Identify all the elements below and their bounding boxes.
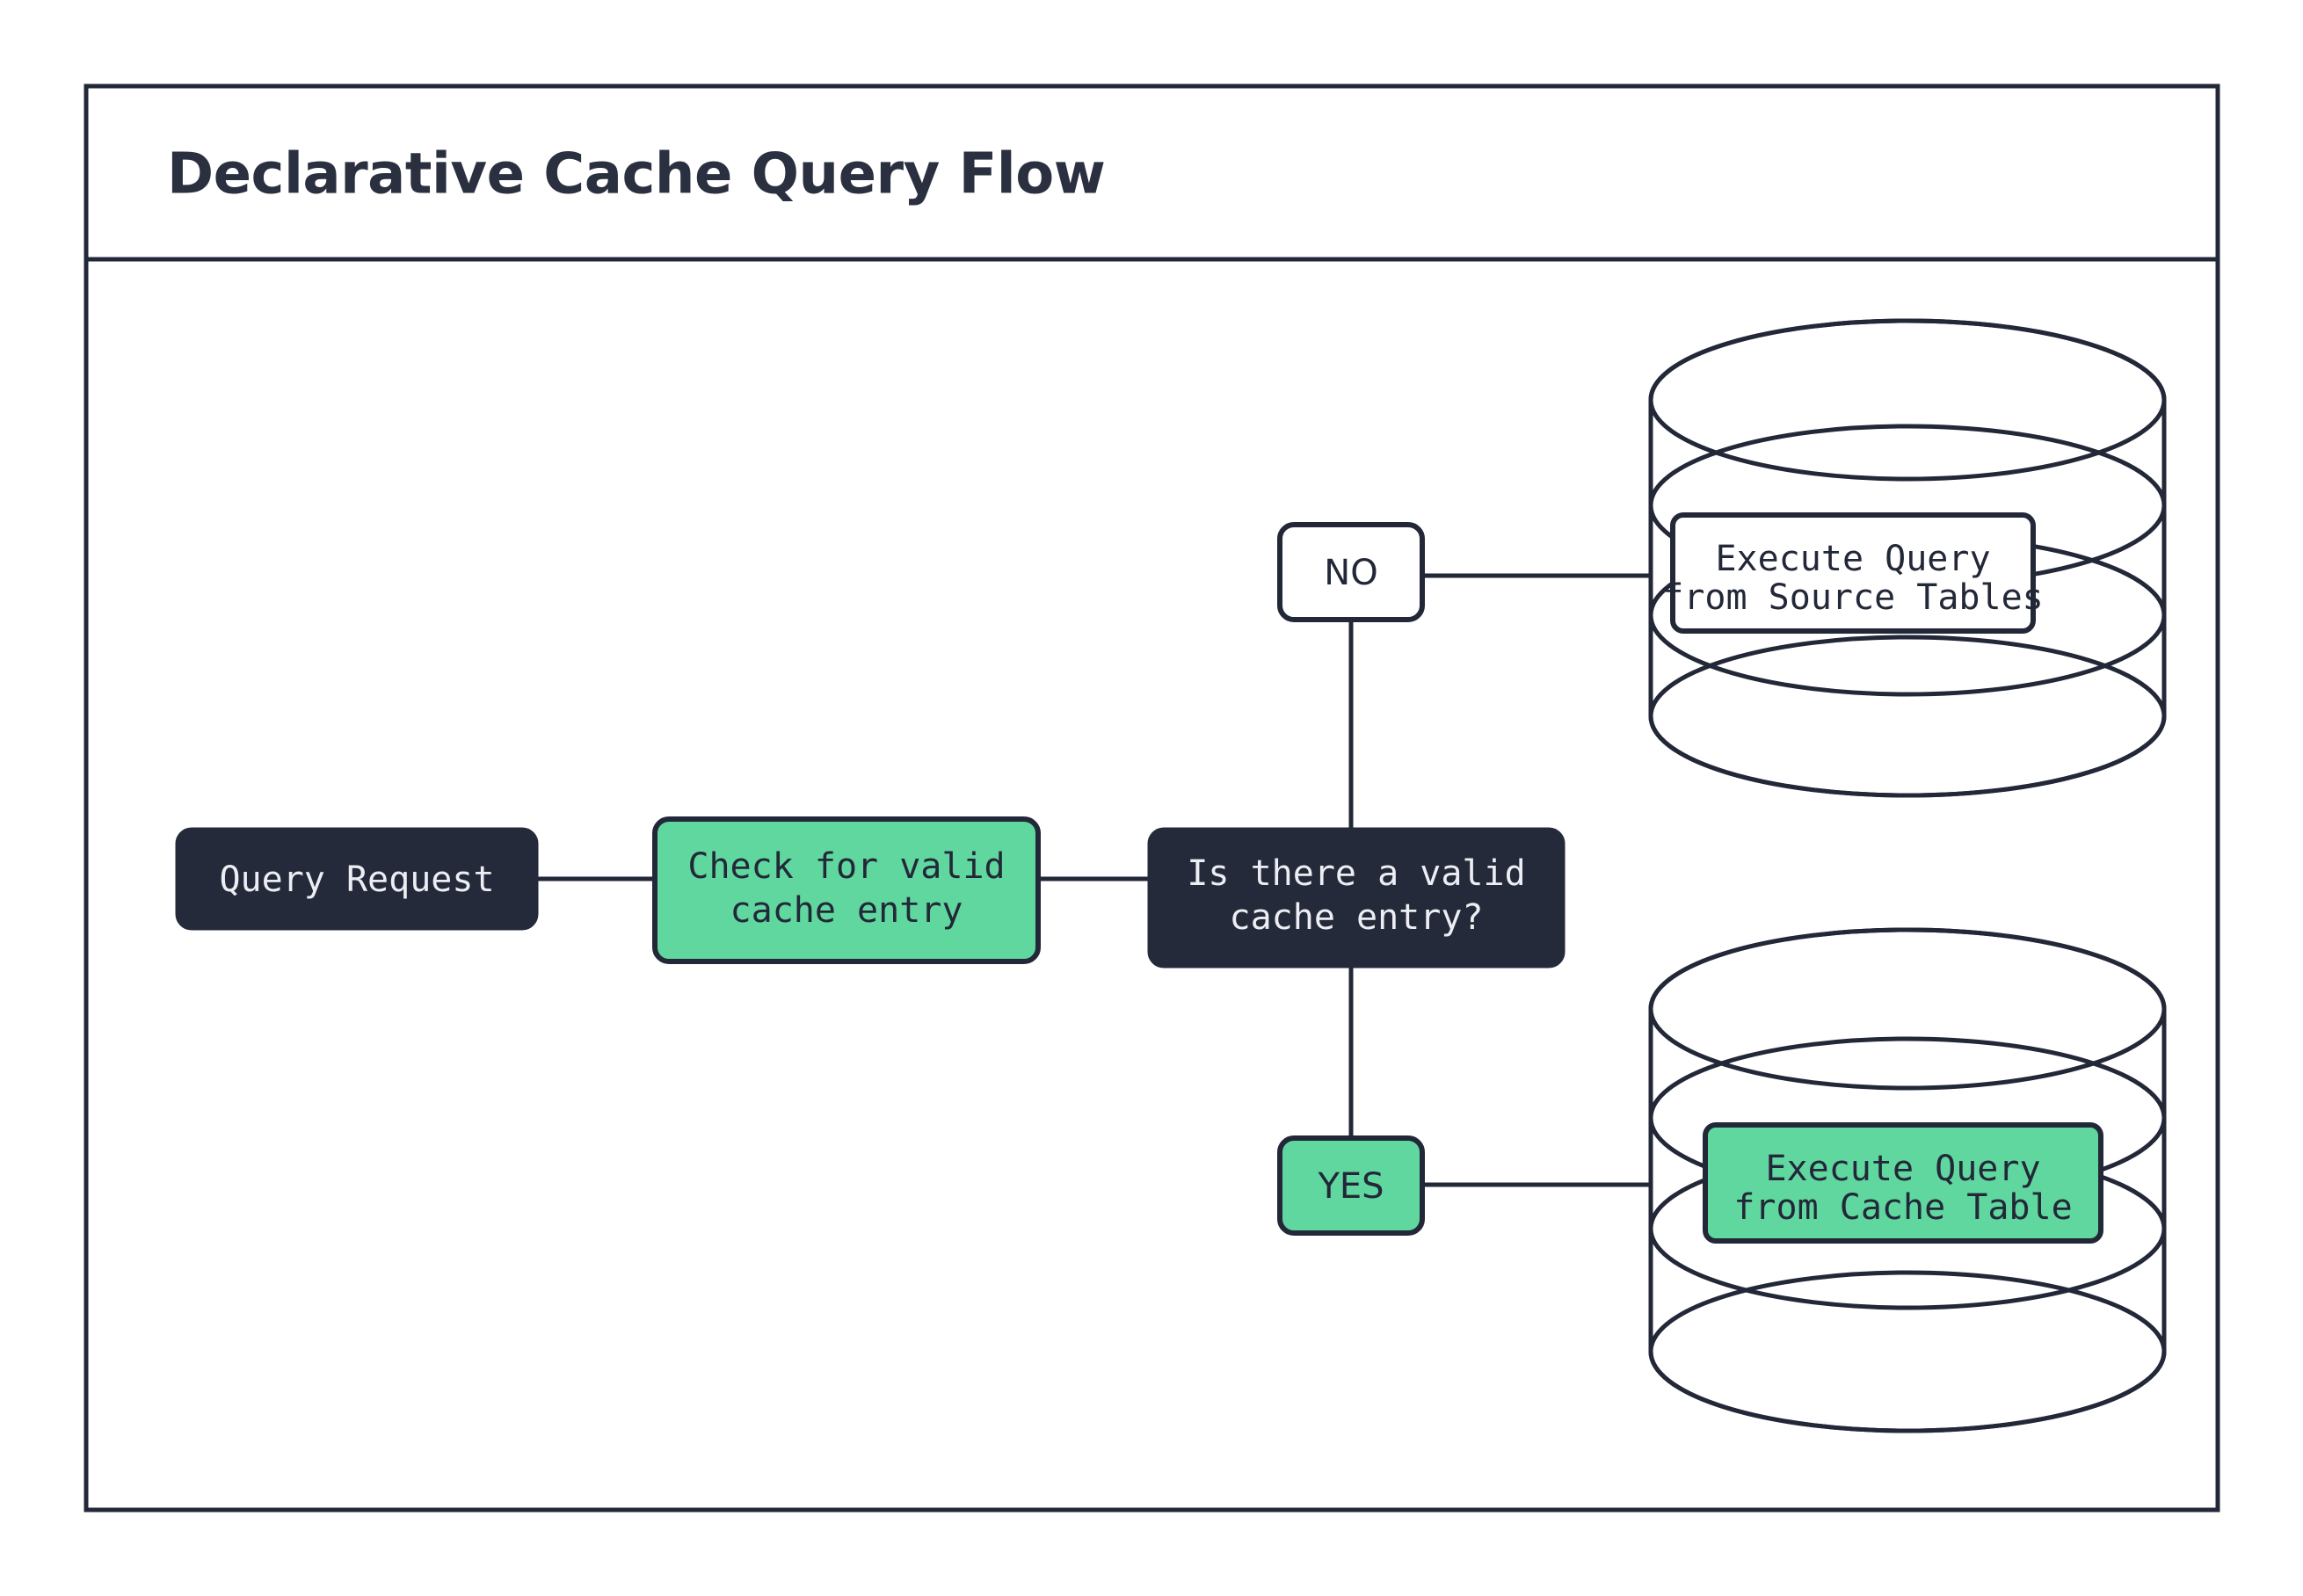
branch-label-no[interactable]: NO xyxy=(1277,522,1425,622)
check-cache-label-line2: cache entry xyxy=(730,890,963,931)
page-title: Declarative Cache Query Flow xyxy=(167,142,1105,207)
check-valid-cache-entry-node[interactable]: Check for valid cache entry xyxy=(652,816,1041,964)
decision-label-line2: cache entry? xyxy=(1230,897,1484,938)
cache-db-disc-4 xyxy=(1648,1270,2167,1433)
source-tables-database-cylinder[interactable]: Execute Query from Source Tables xyxy=(1648,318,2167,798)
source-db-disc-4 xyxy=(1648,635,2167,798)
branch-label-yes[interactable]: YES xyxy=(1277,1135,1425,1236)
decision-label-line1: Is there a valid xyxy=(1187,853,1525,894)
source-db-label-plate xyxy=(1670,512,2036,634)
valid-cache-entry-decision-node[interactable]: Is there a valid cache entry? xyxy=(1147,827,1566,968)
cache-db-label-line2: from Cache Table xyxy=(1733,1187,2072,1228)
decision-box xyxy=(1147,827,1566,968)
query-request-node[interactable]: Query Request xyxy=(175,827,539,931)
cache-db-label-line1: Execute Query xyxy=(1765,1149,2040,1189)
cache-table-database-cylinder[interactable]: Execute Query from Cache Table xyxy=(1648,927,2167,1433)
source-db-disc-1 xyxy=(1648,318,2167,482)
branch-no-label: NO xyxy=(1324,553,1377,593)
cache-db-disc-1 xyxy=(1648,927,2167,1091)
check-cache-label-line1: Check for valid xyxy=(687,846,1005,887)
branch-yes-box xyxy=(1277,1135,1425,1236)
cache-db-label-plate xyxy=(1703,1122,2103,1244)
diagram-frame xyxy=(84,83,2220,1513)
source-db-label-line1: Execute Query xyxy=(1715,539,1990,579)
branch-yes-label: YES xyxy=(1317,1166,1384,1207)
check-cache-box xyxy=(652,816,1041,964)
source-db-label-line2: from Source Tables xyxy=(1662,577,2043,618)
branch-no-box xyxy=(1277,522,1425,622)
query-request-box xyxy=(175,827,539,931)
query-request-label: Query Request xyxy=(219,860,494,900)
